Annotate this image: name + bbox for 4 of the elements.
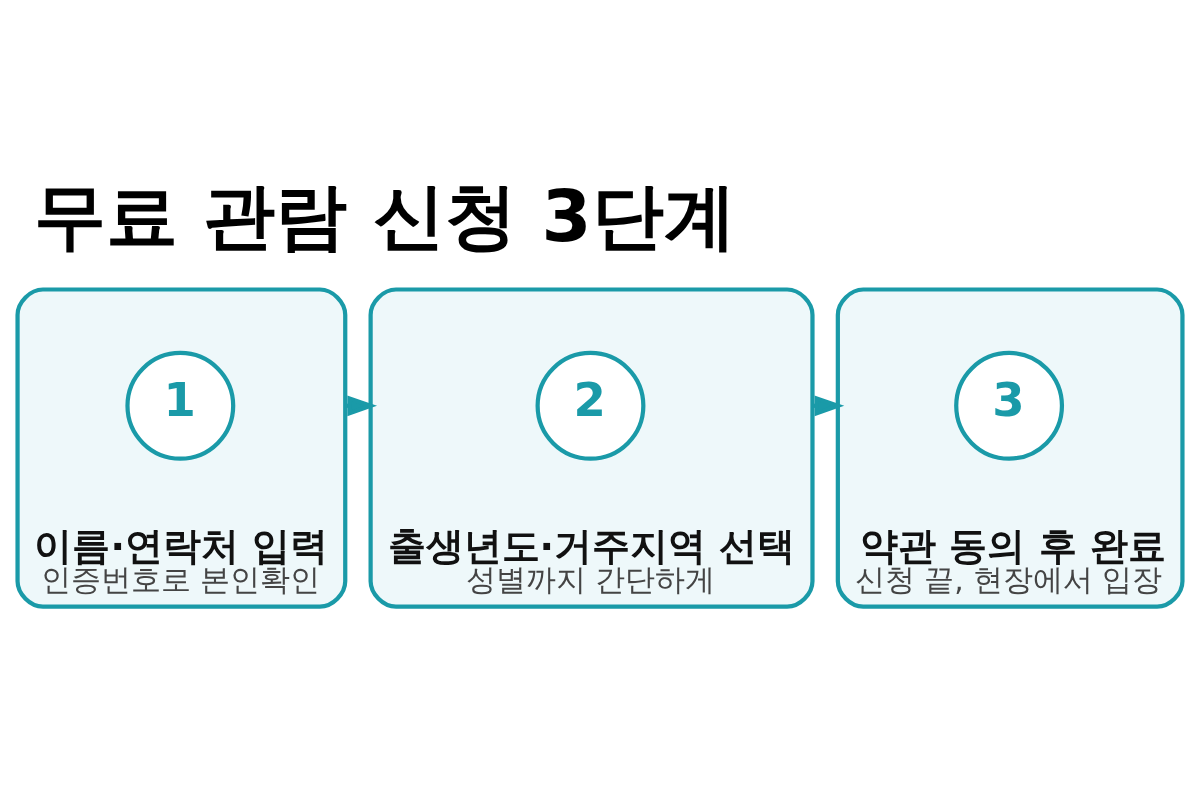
node-circle: 3 — [954, 350, 1065, 461]
node-circle: 2 — [535, 350, 646, 461]
node-circle: 1 — [125, 350, 236, 461]
diagram-title: 무료 관람 신청 3단계 — [34, 173, 736, 258]
